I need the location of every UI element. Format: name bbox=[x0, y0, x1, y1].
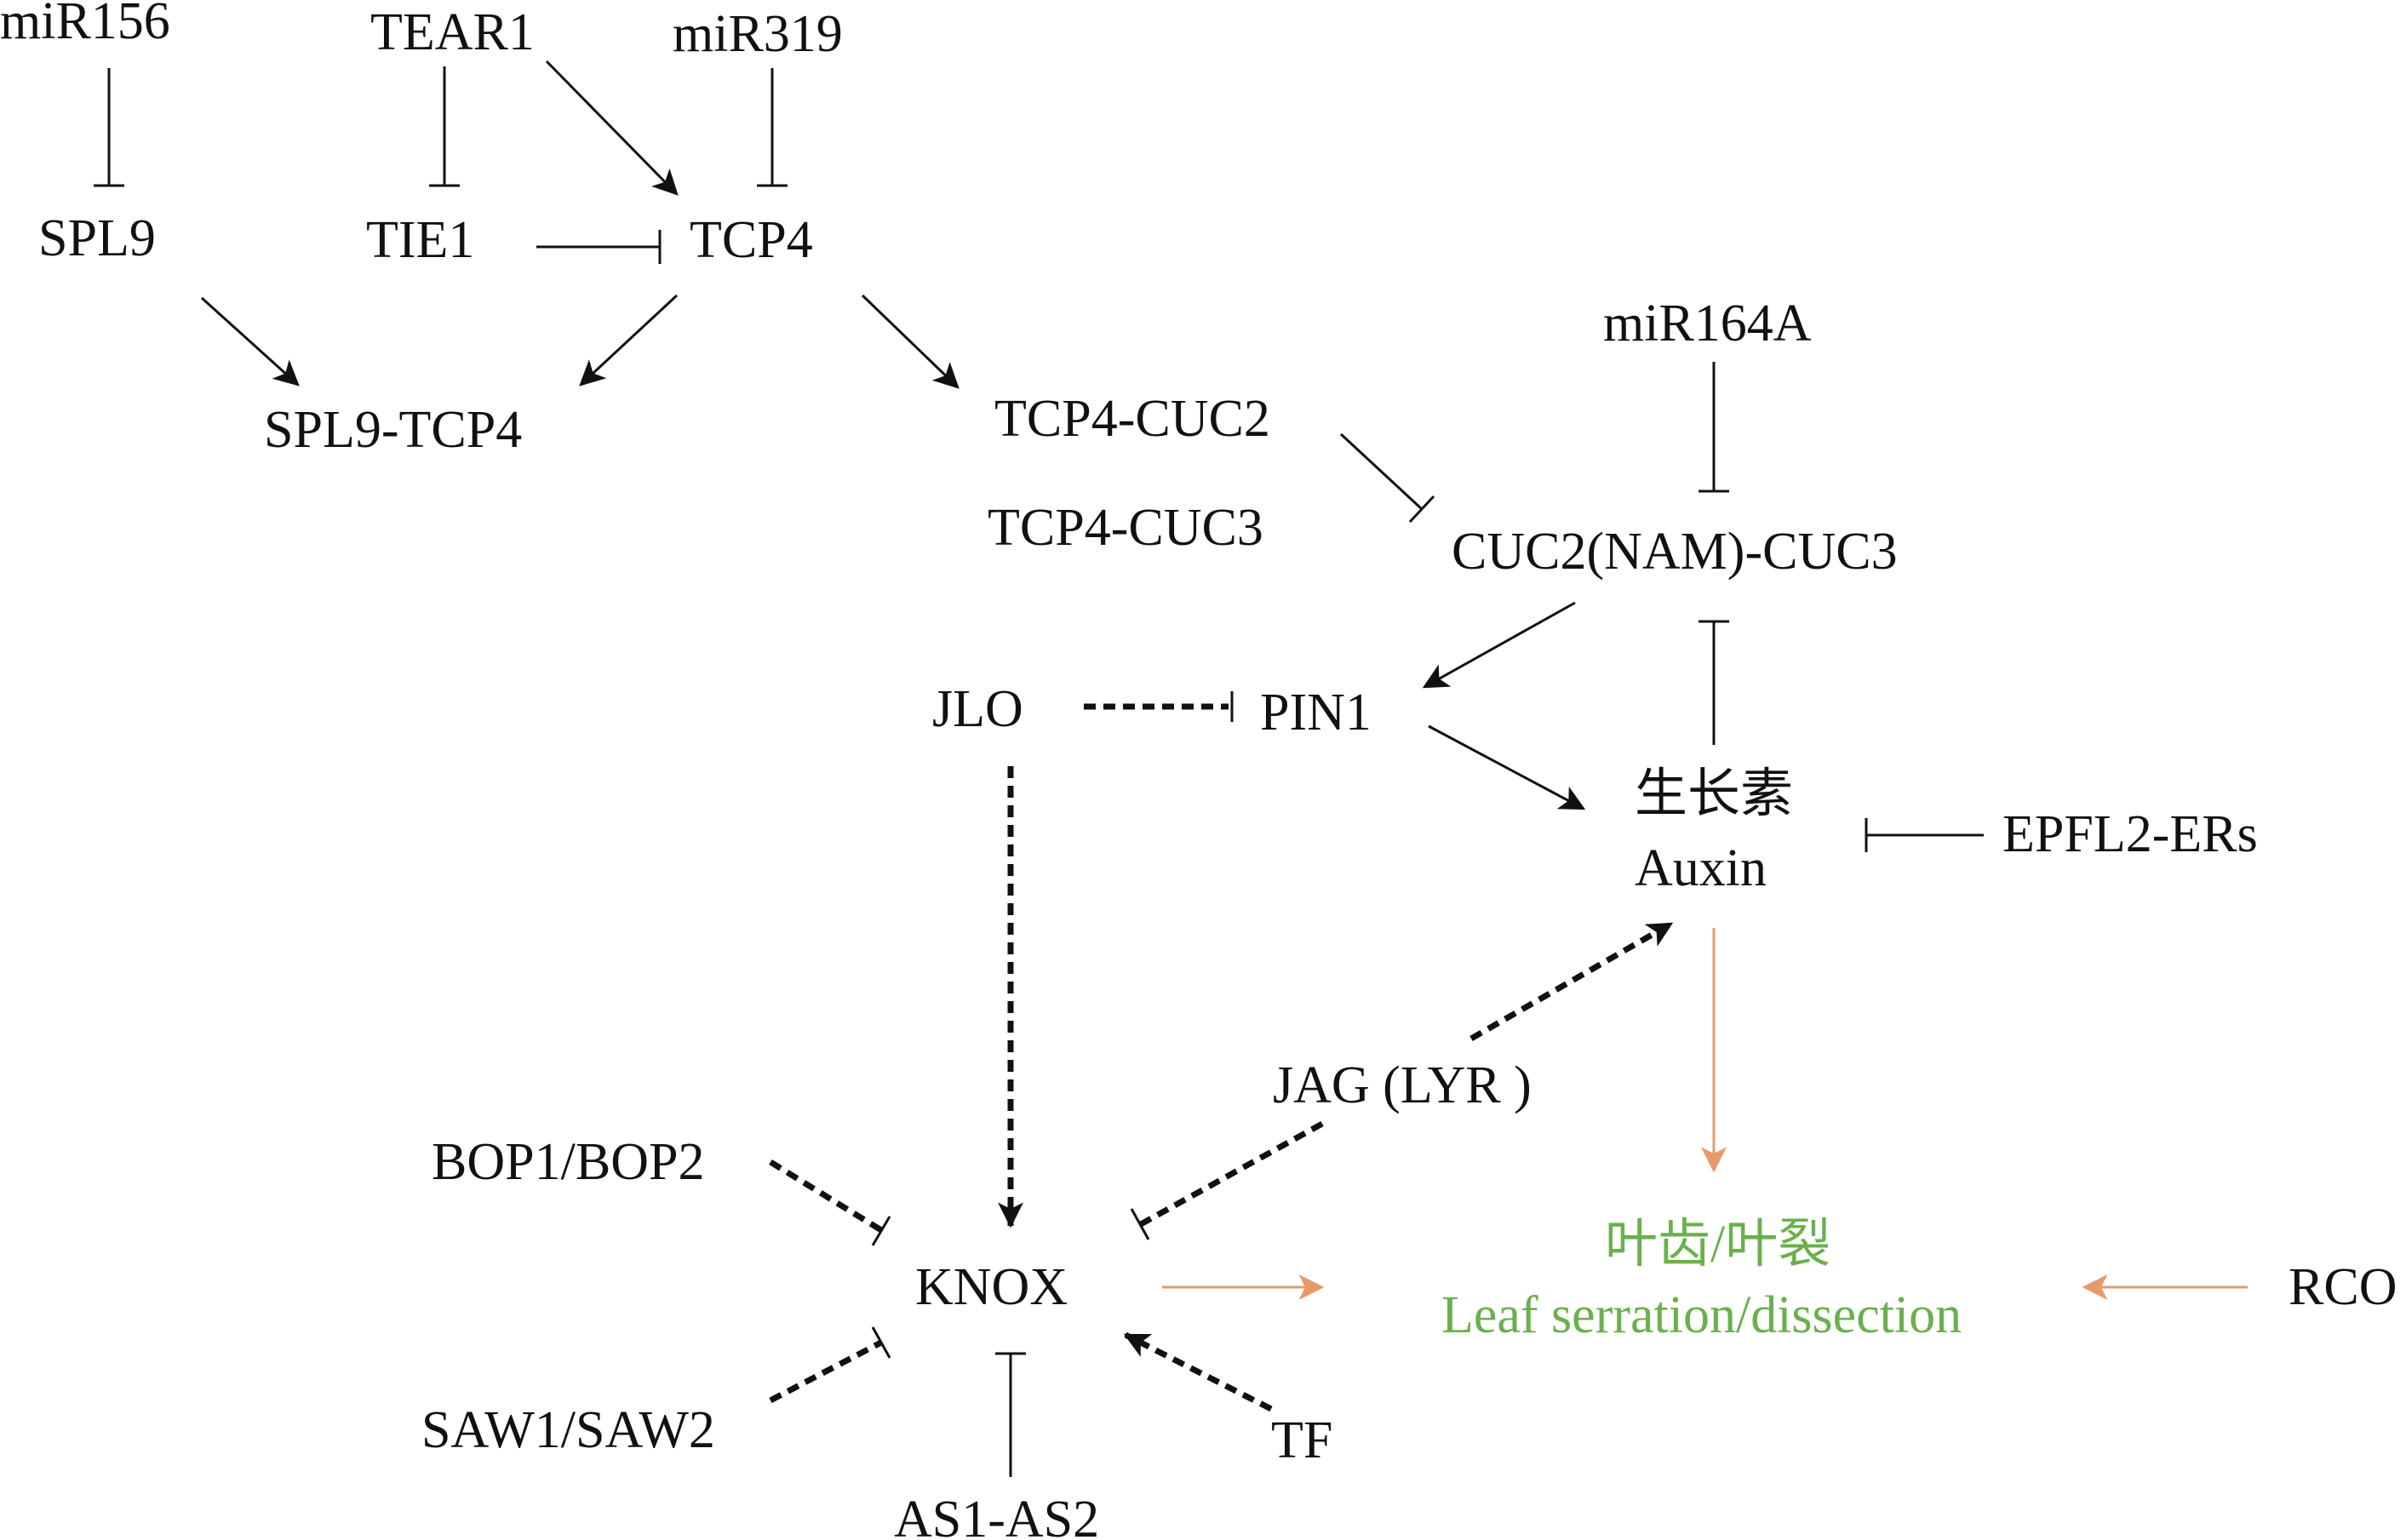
node-knox: KNOX bbox=[915, 1258, 1068, 1316]
edge-jag-inhibits-knox bbox=[1130, 1120, 1324, 1240]
edge-tear1-activates-tcp4 bbox=[545, 60, 679, 196]
node-tcp4-cuc3: TCP4-CUC3 bbox=[988, 499, 1263, 557]
edge-bop1-bop2-inhibits-knox bbox=[769, 1159, 891, 1246]
node-rco: RCO bbox=[2289, 1258, 2397, 1316]
edge-jlo-inhibits-pin1 bbox=[1084, 691, 1234, 722]
node-saw1-saw2: SAW1/SAW2 bbox=[421, 1401, 715, 1459]
edge-pin1-activates-auxin bbox=[1428, 724, 1586, 810]
edge-tcp4-activates-spl9-tcp4 bbox=[579, 294, 679, 386]
node-tf: TF bbox=[1271, 1411, 1332, 1469]
node-jlo: JLO bbox=[932, 680, 1023, 738]
edge-tcp4-cuc2-inhibits-cuc2-cuc3 bbox=[1339, 432, 1435, 524]
edge-auxin-inhibits-cuc2-cuc3 bbox=[1699, 620, 1729, 745]
node-epfl2-ers: EPFL2-ERs bbox=[2002, 805, 2258, 863]
node-mir156: miR156 bbox=[0, 0, 170, 50]
edge-tear1-inhibits-tie1 bbox=[429, 66, 460, 187]
node-leaf-cn: 叶齿/叶裂 bbox=[1605, 1216, 1830, 1274]
node-mir164a: miR164A bbox=[1603, 295, 1812, 352]
node-tie1: TIE1 bbox=[366, 211, 474, 269]
edge-as1-as2-inhibits-knox bbox=[995, 1352, 1026, 1477]
edge-mir319-inhibits-tcp4 bbox=[757, 68, 788, 187]
edge-cuc2-cuc3-activates-pin1 bbox=[1422, 601, 1576, 689]
node-as1-as2: AS1-AS2 bbox=[894, 1491, 1099, 1540]
node-spl9: SPL9 bbox=[38, 209, 156, 267]
edge-saw1-saw2-inhibits-knox bbox=[769, 1326, 891, 1404]
node-auxin-en: Auxin bbox=[1635, 839, 1767, 897]
node-leaf-en: Leaf serration/dissection bbox=[1441, 1286, 1962, 1344]
node-jag-lyr: JAG (LYR ) bbox=[1273, 1056, 1532, 1114]
edge-spl9-activates-spl9-tcp4 bbox=[200, 296, 300, 386]
edge-tie1-inhibits-tcp4 bbox=[536, 230, 662, 264]
edge-tf-activates-knox bbox=[1123, 1331, 1273, 1412]
node-auxin-cn: 生长素 bbox=[1635, 765, 1793, 823]
edge-tcp4-activates-tcp4-cuc2 bbox=[861, 294, 960, 389]
node-bop1-bop2: BOP1/BOP2 bbox=[432, 1133, 704, 1191]
edge-epfl2-ers-inhibits-auxin bbox=[1865, 818, 1984, 852]
node-spl9-tcp4: SPL9-TCP4 bbox=[264, 401, 522, 459]
node-tcp4-cuc2: TCP4-CUC2 bbox=[994, 390, 1270, 448]
node-tcp4: TCP4 bbox=[690, 211, 813, 269]
node-pin1: PIN1 bbox=[1260, 684, 1372, 741]
node-cuc2-cuc3: CUC2(NAM)-CUC3 bbox=[1452, 523, 1898, 581]
edge-mir164a-inhibits-cuc2-cuc3 bbox=[1699, 362, 1729, 493]
edge-mir156-inhibits-spl9 bbox=[94, 68, 124, 187]
edge-jag-activates-auxin bbox=[1469, 920, 1674, 1042]
node-tear1: TEAR1 bbox=[370, 3, 535, 61]
node-mir319: miR319 bbox=[673, 5, 843, 63]
